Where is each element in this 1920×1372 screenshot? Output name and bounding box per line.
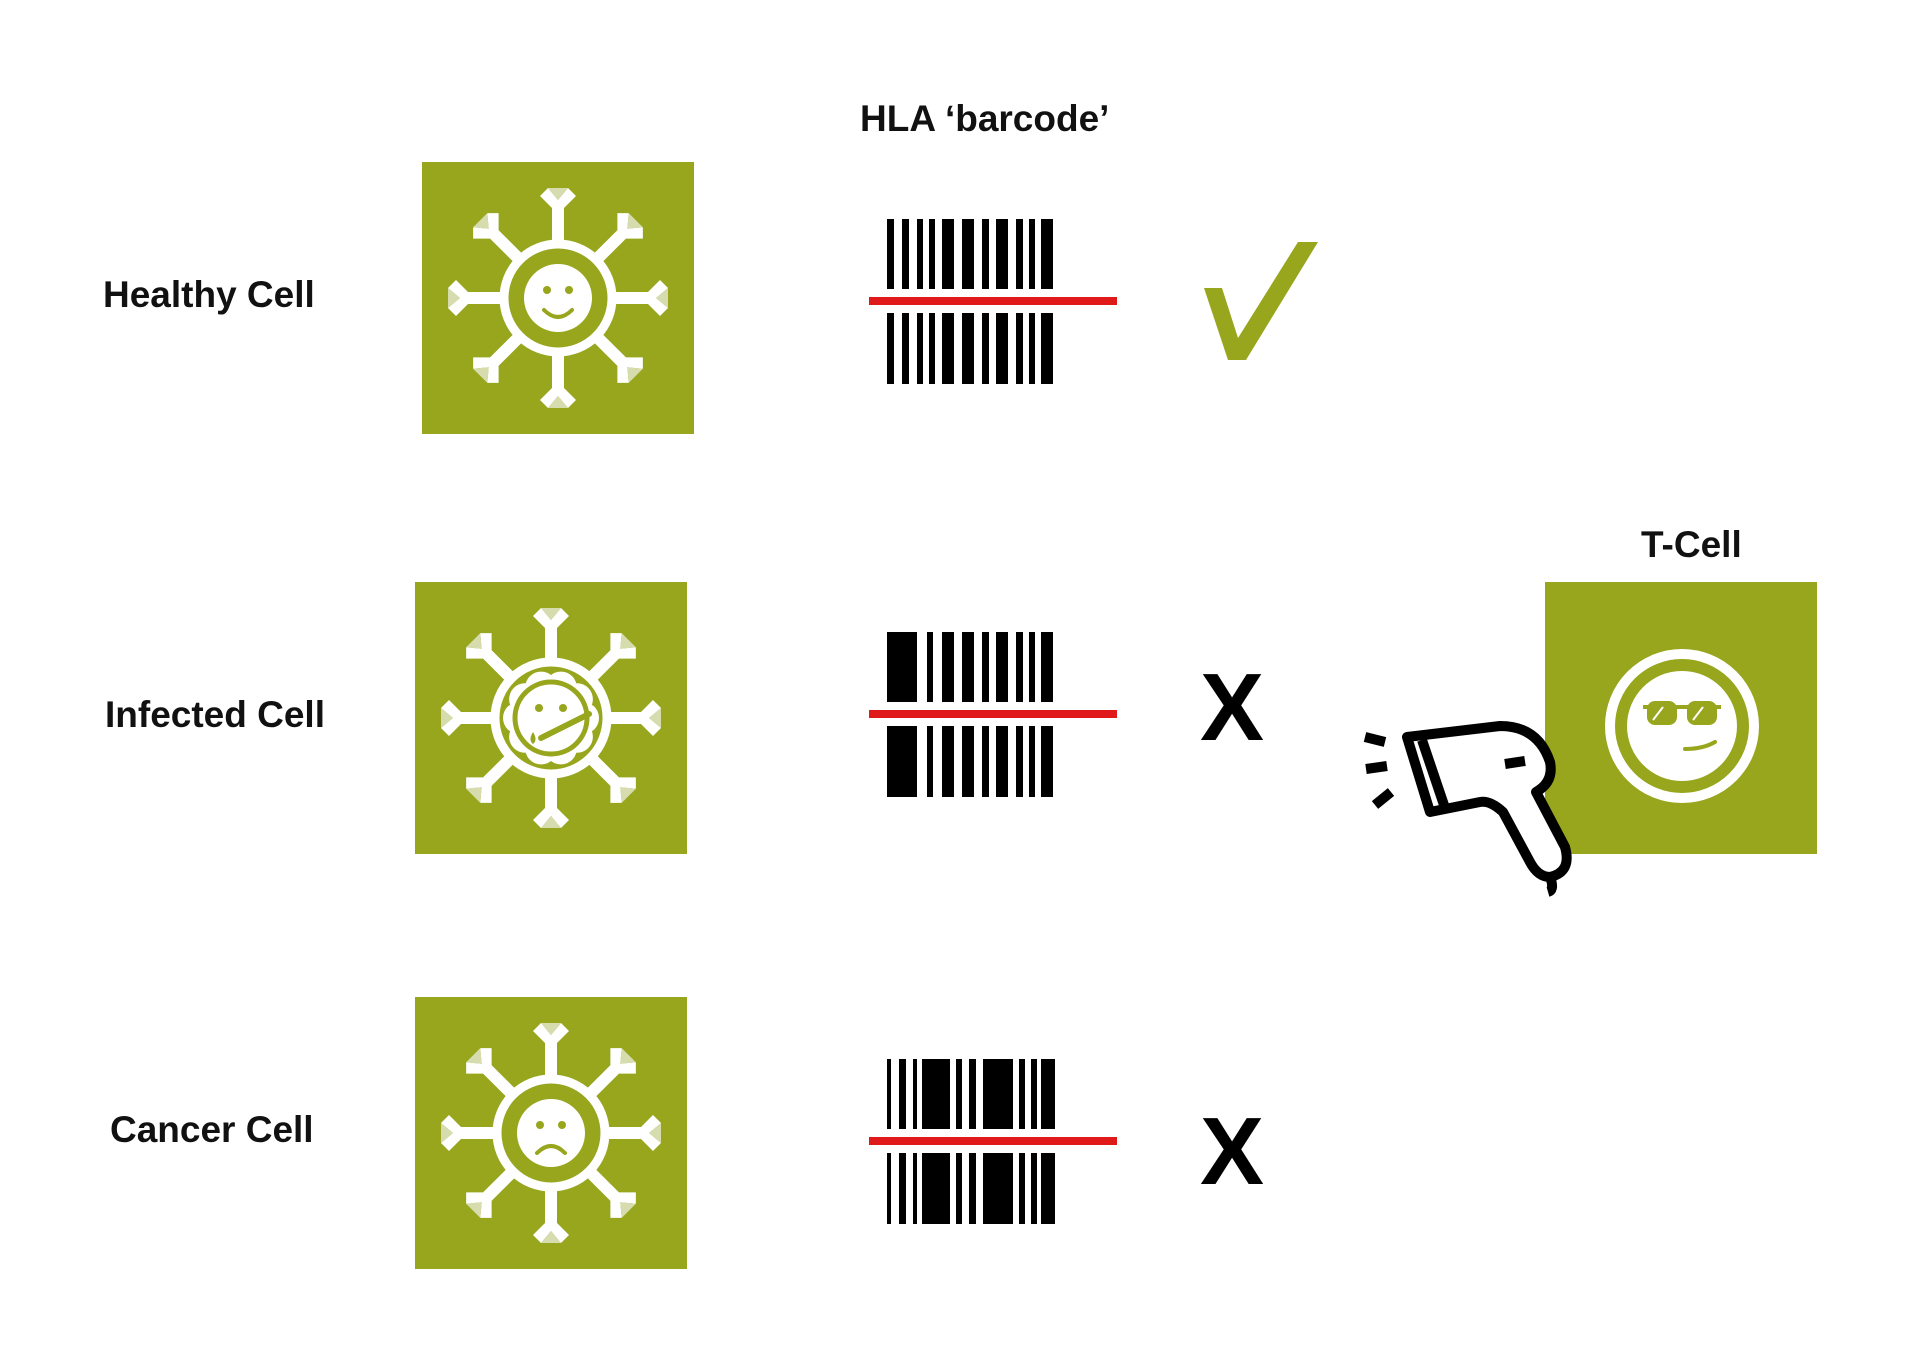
barcode-bar [1029,313,1035,384]
barcode-bar [996,313,1008,384]
barcode-bar [1041,632,1053,702]
healthy-cell-icon [422,162,694,434]
barcode-bar [922,1153,950,1224]
barcode-bar [1041,219,1053,289]
scan-line [869,710,1117,718]
barcode-bar [899,1059,906,1129]
barcode-bar [983,1153,1013,1224]
barcode-bar [996,632,1008,702]
barcode-bar [962,313,974,384]
barcode-bar [887,1059,891,1129]
barcode-bar [962,632,974,702]
infected-barcode-icon [869,632,1117,797]
barcode-bar [969,1153,976,1224]
barcode-bar [887,313,894,384]
barcode-bar [1029,632,1035,702]
barcode-bar [902,313,909,384]
healthy-barcode-icon [869,219,1117,384]
barcode-bar [996,219,1008,289]
x-icon: X [1200,654,1265,761]
tcell-label: T-Cell [1641,524,1742,565]
barcode-bar [1031,1153,1037,1224]
barcode-scanner-icon [1360,712,1580,897]
check-icon [1200,242,1320,362]
barcode-bar [1041,1153,1055,1224]
barcode-bar [887,632,917,702]
barcode-bar [929,313,935,384]
tcell-icon [1545,582,1817,854]
barcode-bar [1016,313,1023,384]
barcode-bar [887,1153,891,1224]
barcode-bar [962,726,974,797]
infected-cell-label: Infected Cell [105,694,325,735]
barcode-bar [983,1059,1013,1129]
barcode-bar [996,726,1008,797]
x-icon: X [1200,1098,1265,1205]
healthy-cell-label: Healthy Cell [103,274,315,315]
cancer-cell-icon [415,997,687,1269]
barcode-bar [942,632,954,702]
barcode-bar [927,632,933,702]
barcode-bar [956,1059,962,1129]
barcode-bar [982,632,989,702]
barcode-bar [962,219,974,289]
cancer-barcode-icon [869,1059,1117,1224]
barcode-bar [929,219,935,289]
barcode-bar [1031,1059,1037,1129]
barcode-bar [1016,219,1023,289]
barcode-bar [1041,1059,1055,1129]
barcode-bar [982,219,989,289]
barcode-bar [927,726,933,797]
barcode-bar [913,1153,917,1224]
barcode-bar [982,313,989,384]
scan-line [869,1137,1117,1145]
barcode-bar [1029,726,1035,797]
barcode-bar [942,219,954,289]
scan-line [869,297,1117,305]
infected-cell-icon [415,582,687,854]
barcode-bar [982,726,989,797]
barcode-bar [942,313,954,384]
barcode-bar [899,1153,906,1224]
cancer-cell-label: Cancer Cell [110,1109,314,1150]
barcode-bar [913,1059,917,1129]
barcode-bar [1041,313,1053,384]
barcode-bar [902,219,909,289]
barcode-bar [1016,632,1023,702]
barcode-bar [1016,726,1023,797]
barcode-bar [1029,219,1035,289]
barcode-bar [917,313,923,384]
barcode-bar [1041,726,1053,797]
barcode-bar [956,1153,962,1224]
barcode-bar [917,219,923,289]
barcode-bar [942,726,954,797]
barcode-bar [887,219,894,289]
barcode-bar [922,1059,950,1129]
diagram-title: HLA ‘barcode’ [860,98,1110,139]
barcode-bar [1019,1059,1025,1129]
barcode-bar [887,726,917,797]
barcode-bar [969,1059,976,1129]
barcode-bar [1019,1153,1025,1224]
